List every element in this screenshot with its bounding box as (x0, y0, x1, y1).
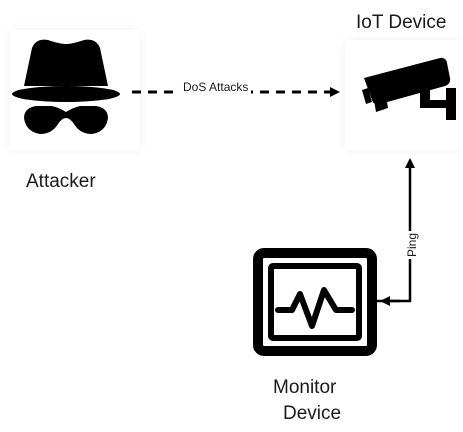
attacker-label: Attacker (26, 171, 96, 192)
dos-edge-label: DoS Attacks (180, 80, 252, 94)
spy-incognito-icon (12, 39, 120, 134)
iot-device-label: IoT Device (356, 12, 447, 33)
security-camera-icon (362, 57, 456, 120)
monitor-label-line2: Device (283, 403, 342, 424)
heart-monitor-icon (253, 248, 377, 356)
monitor-label-line1: Monitor (273, 377, 337, 398)
ping-edge-label: Ping (405, 230, 420, 260)
